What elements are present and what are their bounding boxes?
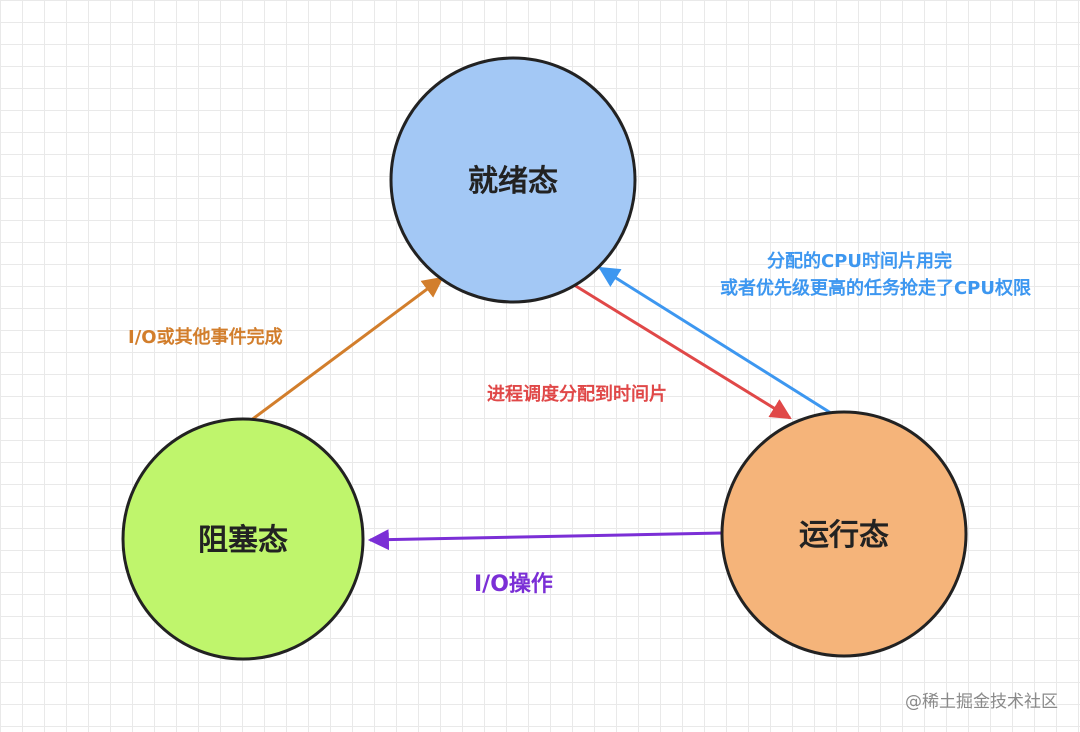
- node-ready-label: 就绪态: [468, 164, 558, 199]
- node-blocked: [121, 417, 365, 661]
- edge-label-running-to-ready-line1: 分配的CPU时间片用完: [767, 250, 952, 272]
- edge-label-blocked-to-ready: I/O或其他事件完成: [128, 326, 283, 348]
- edge-label-running-to-ready-line2: 或者优先级更高的任务抢走了CPU权限: [720, 277, 1032, 299]
- edge-blocked-to-ready: [245, 276, 444, 426]
- edge-label-ready-to-running: 进程调度分配到时间片: [487, 383, 667, 405]
- watermark: @稀土掘金技术社区: [905, 692, 1058, 712]
- node-running-label: 运行态: [799, 518, 889, 553]
- edge-running-to-blocked: [367, 529, 723, 551]
- edge-ready-to-running: [565, 278, 792, 420]
- node-ready: [389, 56, 637, 304]
- edge-running-to-ready: [598, 266, 843, 422]
- edge-label-running-to-blocked: I/O操作: [474, 572, 553, 597]
- node-blocked-label: 阻塞态: [198, 523, 288, 558]
- node-running: [720, 410, 968, 658]
